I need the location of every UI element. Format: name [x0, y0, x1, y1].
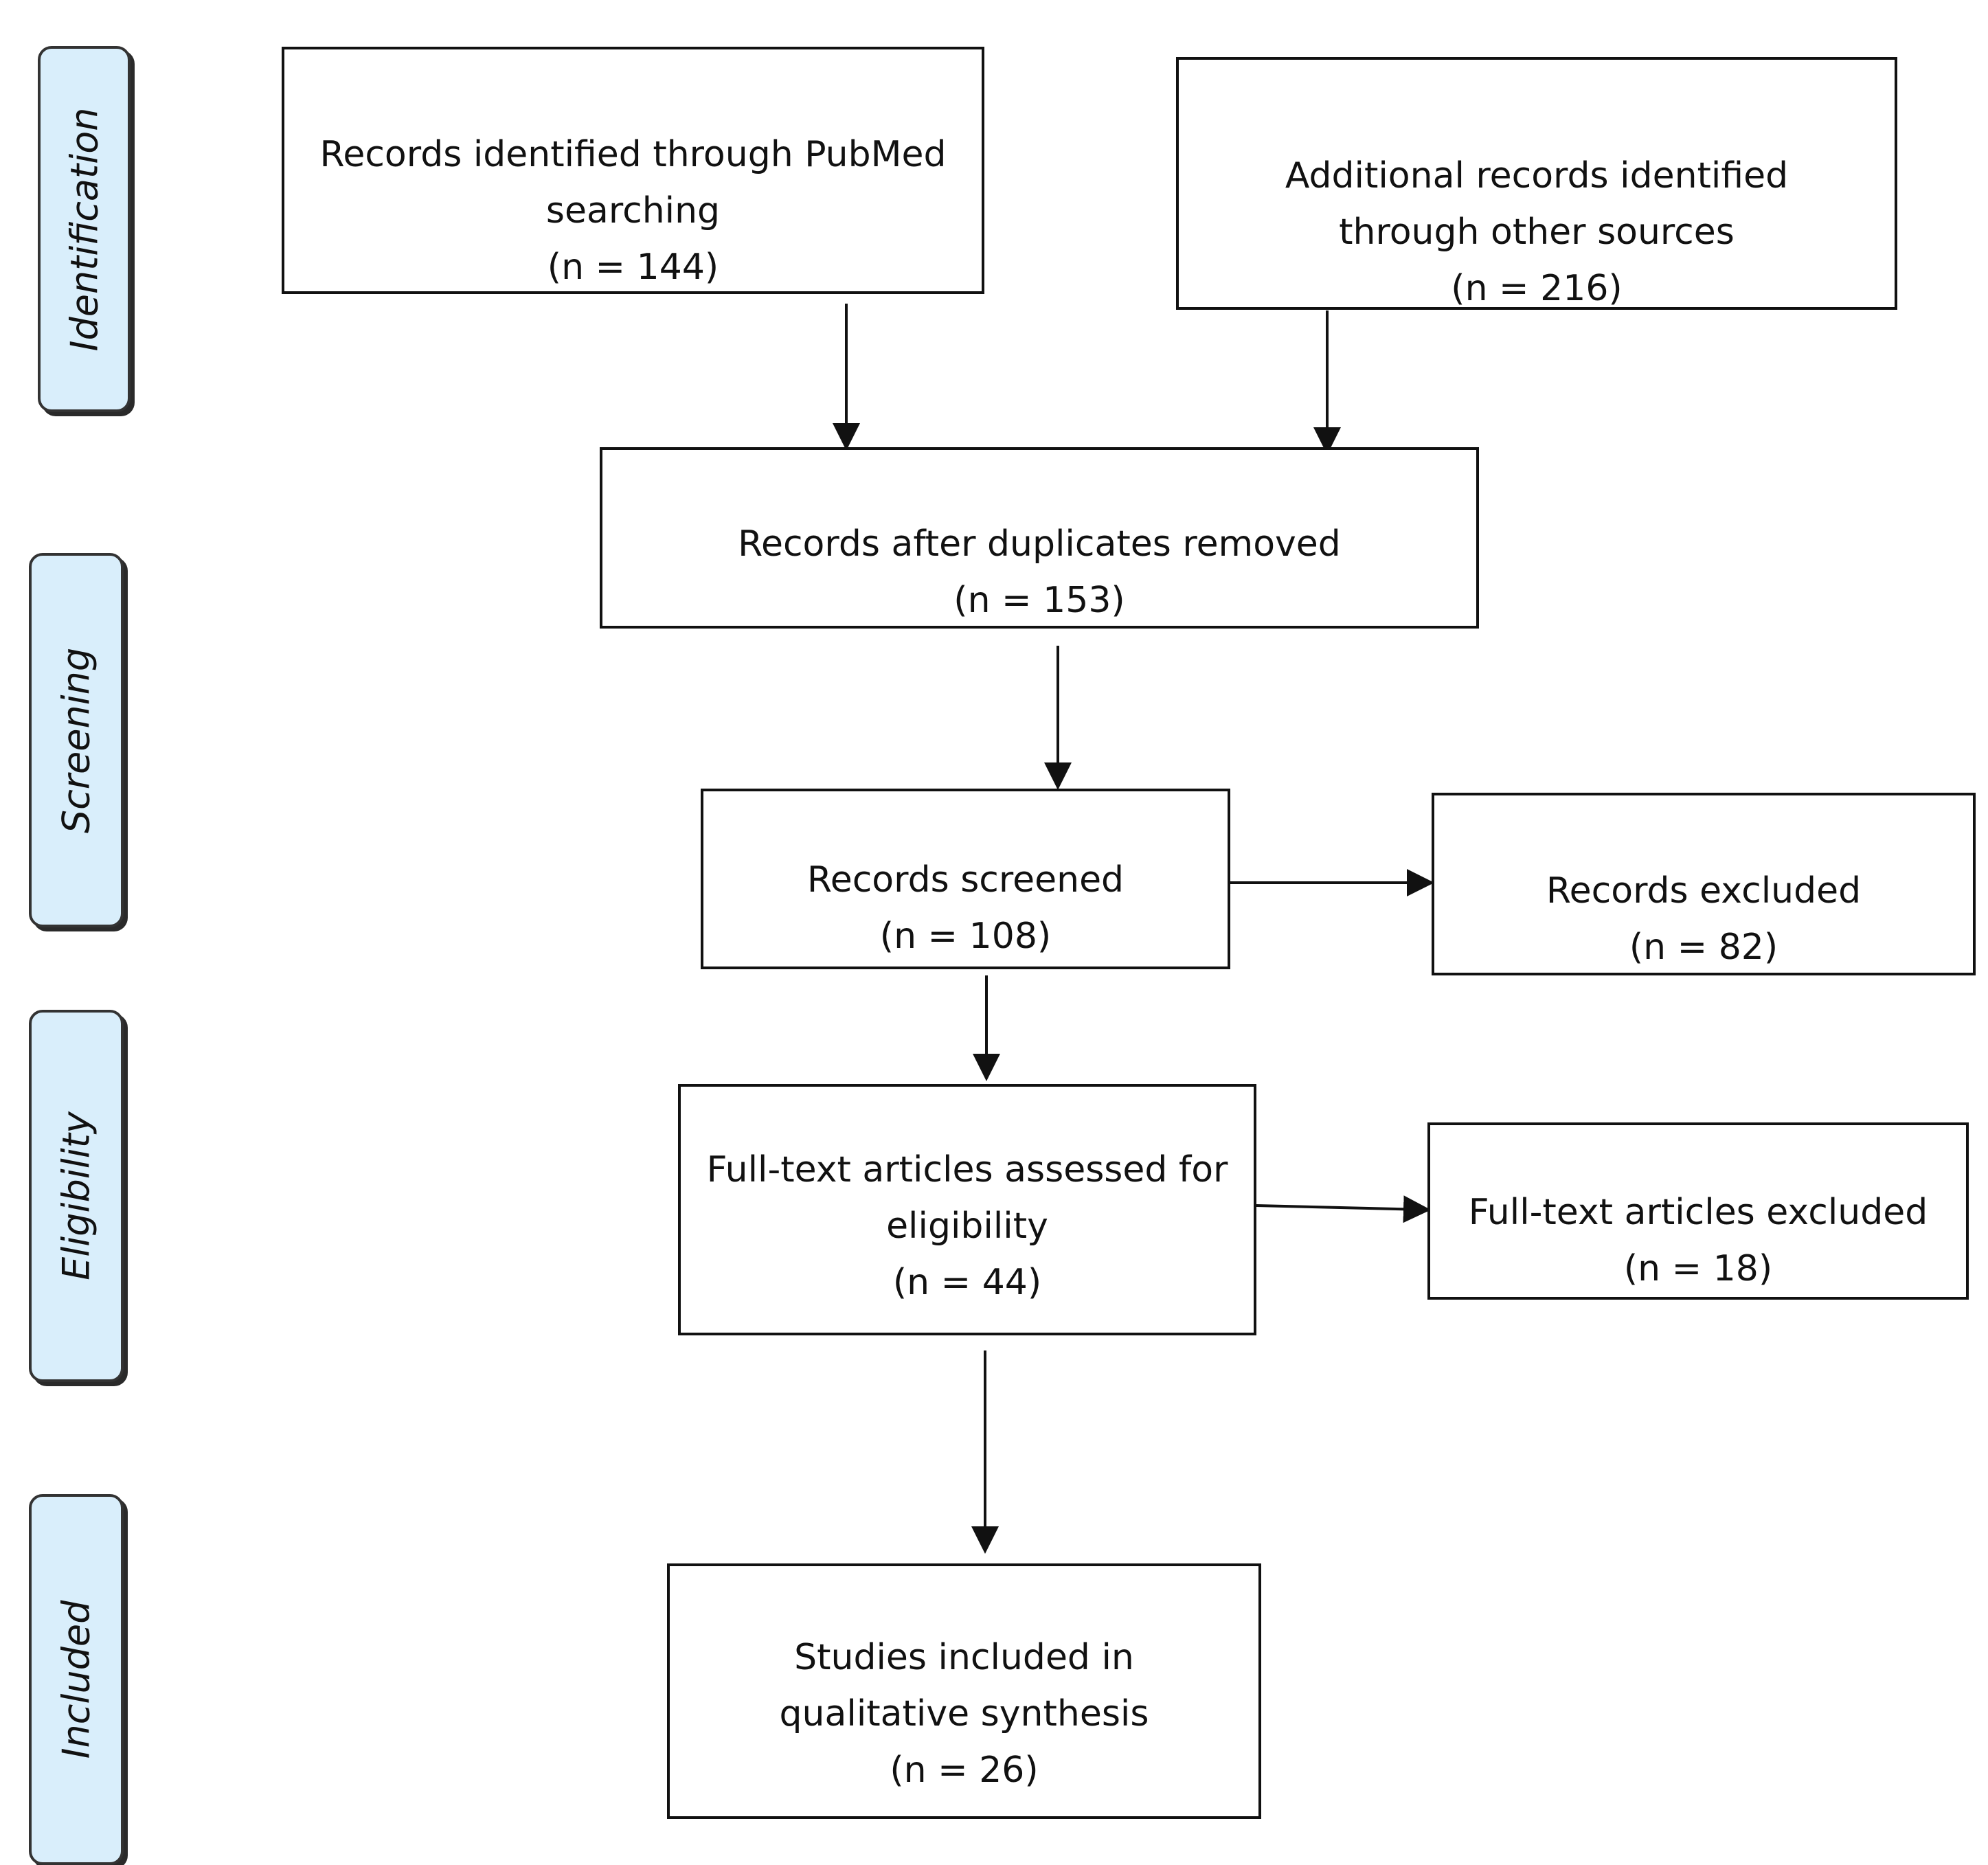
box-pubmed-records: Records identified through PubMed search…: [282, 47, 984, 294]
box-after-duplicates-count: (n = 153): [953, 580, 1125, 621]
box-records-excluded: Records excluded (n = 82): [1432, 793, 1976, 975]
box-other-sources-line2: through other sources: [1339, 212, 1735, 253]
box-other-sources-records: Additional records identified through ot…: [1176, 57, 1897, 310]
box-after-duplicates-line1: Records after duplicates removed: [738, 523, 1341, 565]
box-other-sources-count: (n = 216): [1451, 268, 1623, 309]
box-other-sources-line1: Additional records identified: [1285, 155, 1789, 196]
box-records-excluded-count: (n = 82): [1629, 927, 1778, 968]
box-fulltext-assessed-line2: eligibility: [886, 1206, 1048, 1247]
box-pubmed-count: (n = 144): [547, 247, 719, 288]
box-pubmed-line1: Records identified through PubMed: [319, 134, 947, 175]
box-fulltext-assessed-line1: Full-text articles assessed for: [706, 1149, 1228, 1190]
box-records-screened-count: (n = 108): [879, 916, 1052, 957]
phase-screening: Screening: [29, 553, 124, 927]
box-records-excluded-line1: Records excluded: [1546, 870, 1862, 912]
box-records-screened: Records screened (n = 108): [701, 789, 1230, 969]
box-fulltext-excluded-count: (n = 18): [1623, 1248, 1773, 1289]
box-fulltext-excluded-line1: Full-text articles excluded: [1468, 1192, 1928, 1233]
phase-included: Included: [29, 1494, 124, 1865]
box-records-screened-line1: Records screened: [806, 859, 1125, 901]
box-fulltext-assessed-count: (n = 44): [892, 1262, 1042, 1303]
box-studies-included-count: (n = 26): [890, 1750, 1039, 1791]
box-studies-included-line2: qualitative synthesis: [779, 1693, 1149, 1734]
box-after-duplicates: Records after duplicates removed (n = 15…: [600, 447, 1479, 629]
box-studies-included: Studies included in qualitative synthesi…: [667, 1563, 1261, 1819]
box-studies-included-line1: Studies included in: [794, 1637, 1134, 1678]
box-fulltext-assessed: Full-text articles assessed for eligibil…: [678, 1084, 1256, 1335]
arrow-fulltext-to-fulltext-excluded: [1256, 1195, 1431, 1223]
box-pubmed-line2: searching: [545, 190, 721, 231]
box-fulltext-excluded: Full-text articles excluded (n = 18): [1427, 1122, 1969, 1300]
phase-eligibility: Eligibility: [29, 1010, 124, 1382]
phase-identification: Identification: [38, 46, 131, 412]
